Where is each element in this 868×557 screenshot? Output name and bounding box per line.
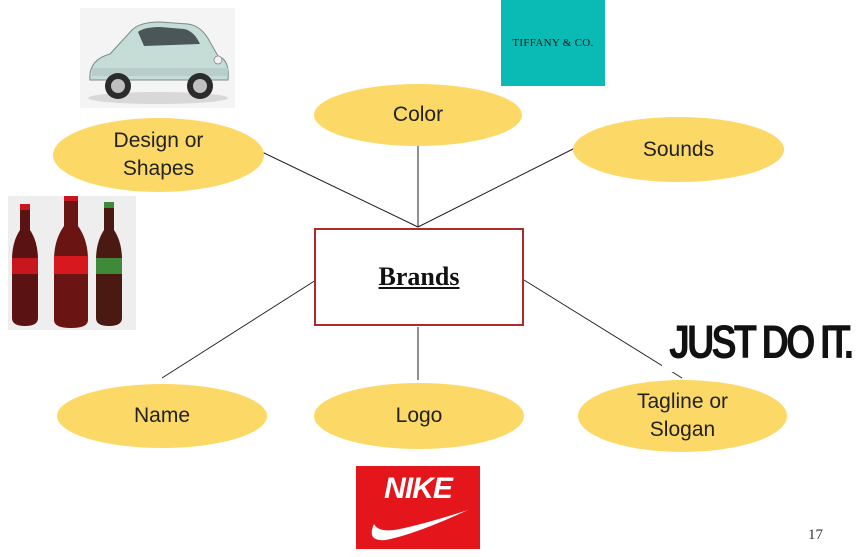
center-brands-box: Brands	[314, 228, 524, 326]
connector-name	[161, 279, 317, 379]
node-logo-label: Logo	[395, 404, 443, 427]
node-name: Name	[57, 384, 267, 448]
node-design-or-shapes: Design or Shapes	[53, 118, 264, 192]
node-design-label: Design or Shapes	[113, 129, 204, 180]
bottles-icon	[12, 196, 122, 328]
just-do-it-text: JUST DO IT.	[668, 316, 854, 369]
tiffany-logo-text: TIFFANY & CO.	[512, 37, 594, 49]
just-do-it-logo: JUST DO IT.	[662, 314, 858, 372]
swoosh-icon	[371, 510, 468, 541]
node-tagline-label: Tagline or Slogan	[636, 390, 729, 441]
connector-tagline	[523, 279, 683, 379]
car-photo	[80, 8, 235, 108]
coca-cola-bottles-photo	[8, 196, 136, 330]
nike-logo-text: NIKE	[384, 472, 453, 505]
node-tagline-or-slogan: Tagline or Slogan	[578, 380, 787, 452]
node-color-label: Color	[392, 103, 444, 126]
node-sounds: Sounds	[573, 117, 784, 182]
tiffany-logo: TIFFANY & CO.	[501, 0, 605, 86]
page-number: 17	[808, 527, 823, 543]
node-logo: Logo	[314, 383, 524, 449]
node-name-label: Name	[133, 404, 191, 427]
node-color: Color	[314, 84, 522, 146]
connector-sounds	[417, 147, 576, 228]
nike-logo: NIKE	[356, 466, 480, 549]
node-sounds-label: Sounds	[642, 137, 715, 161]
connector-design	[261, 151, 419, 228]
car-icon	[88, 21, 229, 104]
center-brands-label: Brands	[378, 262, 460, 291]
